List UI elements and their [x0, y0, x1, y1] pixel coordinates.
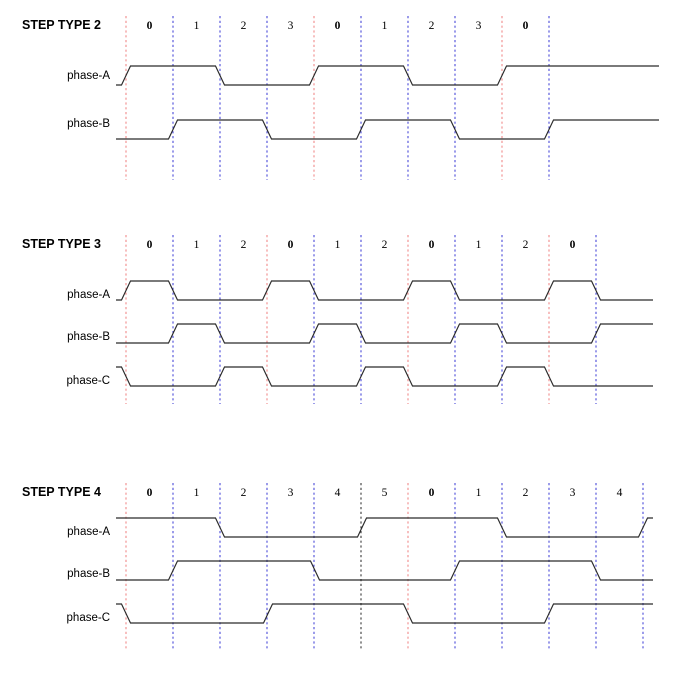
waveform-step-type-4-phase-C	[116, 603, 653, 624]
step-number-step-type-3-2: 2	[241, 239, 247, 251]
phase-label-step-type-4-phase-C: phase-C	[67, 612, 110, 624]
step-number-step-type-4-5: 5	[382, 487, 388, 499]
waveform-step-type-3-phase-C	[116, 366, 653, 387]
timing-section-step-type-3: STEP TYPE 3 0 1 2 0 1 2 0 1 2 0 phase-A phase-B phase…	[22, 235, 653, 404]
section-title-step-type-4: STEP TYPE 4	[22, 485, 101, 499]
waveform-step-type-2-phase-B	[116, 119, 659, 140]
phase-label-step-type-2-phase-A: phase-A	[67, 70, 110, 82]
phase-label-step-type-3-phase-B: phase-B	[67, 331, 110, 343]
section-title-step-type-3: STEP TYPE 3	[22, 237, 101, 251]
waveform-step-type-2-phase-A	[116, 65, 659, 86]
waveform-step-type-4-phase-A	[116, 517, 653, 538]
step-number-step-type-3-3: 0	[288, 239, 294, 251]
step-number-step-type-4-7: 1	[476, 487, 482, 499]
phase-label-step-type-3-phase-C: phase-C	[67, 375, 110, 387]
timing-section-step-type-2: STEP TYPE 2 0 1 2 3 0 1 2 3 0 phase-A phase-B	[22, 16, 659, 180]
step-number-step-type-3-1: 1	[194, 239, 200, 251]
waveform-step-type-3-phase-A	[116, 280, 653, 301]
step-number-step-type-3-6: 0	[429, 239, 435, 251]
step-number-step-type-2-7: 3	[476, 20, 482, 32]
step-number-step-type-4-4: 4	[335, 487, 341, 499]
step-number-step-type-4-8: 2	[523, 487, 529, 499]
step-number-step-type-2-3: 3	[288, 20, 294, 32]
step-number-step-type-4-0: 0	[147, 487, 153, 499]
step-number-step-type-4-6: 0	[429, 487, 435, 499]
waveform-step-type-4-phase-B	[116, 560, 653, 581]
phase-label-step-type-4-phase-A: phase-A	[67, 526, 110, 538]
step-number-step-type-2-0: 0	[147, 20, 153, 32]
step-number-step-type-4-1: 1	[194, 487, 200, 499]
step-number-step-type-4-10: 4	[617, 487, 623, 499]
step-number-step-type-3-4: 1	[335, 239, 341, 251]
step-number-step-type-3-0: 0	[147, 239, 153, 251]
step-number-step-type-4-3: 3	[288, 487, 294, 499]
step-number-step-type-4-2: 2	[241, 487, 247, 499]
phase-label-step-type-2-phase-B: phase-B	[67, 118, 110, 130]
step-number-step-type-2-1: 1	[194, 20, 200, 32]
step-number-step-type-3-8: 2	[523, 239, 529, 251]
phase-label-step-type-3-phase-A: phase-A	[67, 289, 110, 301]
step-number-step-type-3-7: 1	[476, 239, 482, 251]
step-number-step-type-2-4: 0	[335, 20, 341, 32]
step-number-step-type-3-9: 0	[570, 239, 576, 251]
step-number-step-type-2-2: 2	[241, 20, 247, 32]
step-number-step-type-2-8: 0	[523, 20, 529, 32]
step-number-step-type-2-6: 2	[429, 20, 435, 32]
step-number-step-type-3-5: 2	[382, 239, 388, 251]
step-number-step-type-4-9: 3	[570, 487, 576, 499]
timing-section-step-type-4: STEP TYPE 4 0 1 2 3 4 5 0 1 2 3 4 phase-A phase-B phas…	[22, 483, 653, 650]
phase-label-step-type-4-phase-B: phase-B	[67, 568, 110, 580]
waveform-step-type-3-phase-B	[116, 323, 653, 344]
section-title-step-type-2: STEP TYPE 2	[22, 18, 101, 32]
step-number-step-type-2-5: 1	[382, 20, 388, 32]
